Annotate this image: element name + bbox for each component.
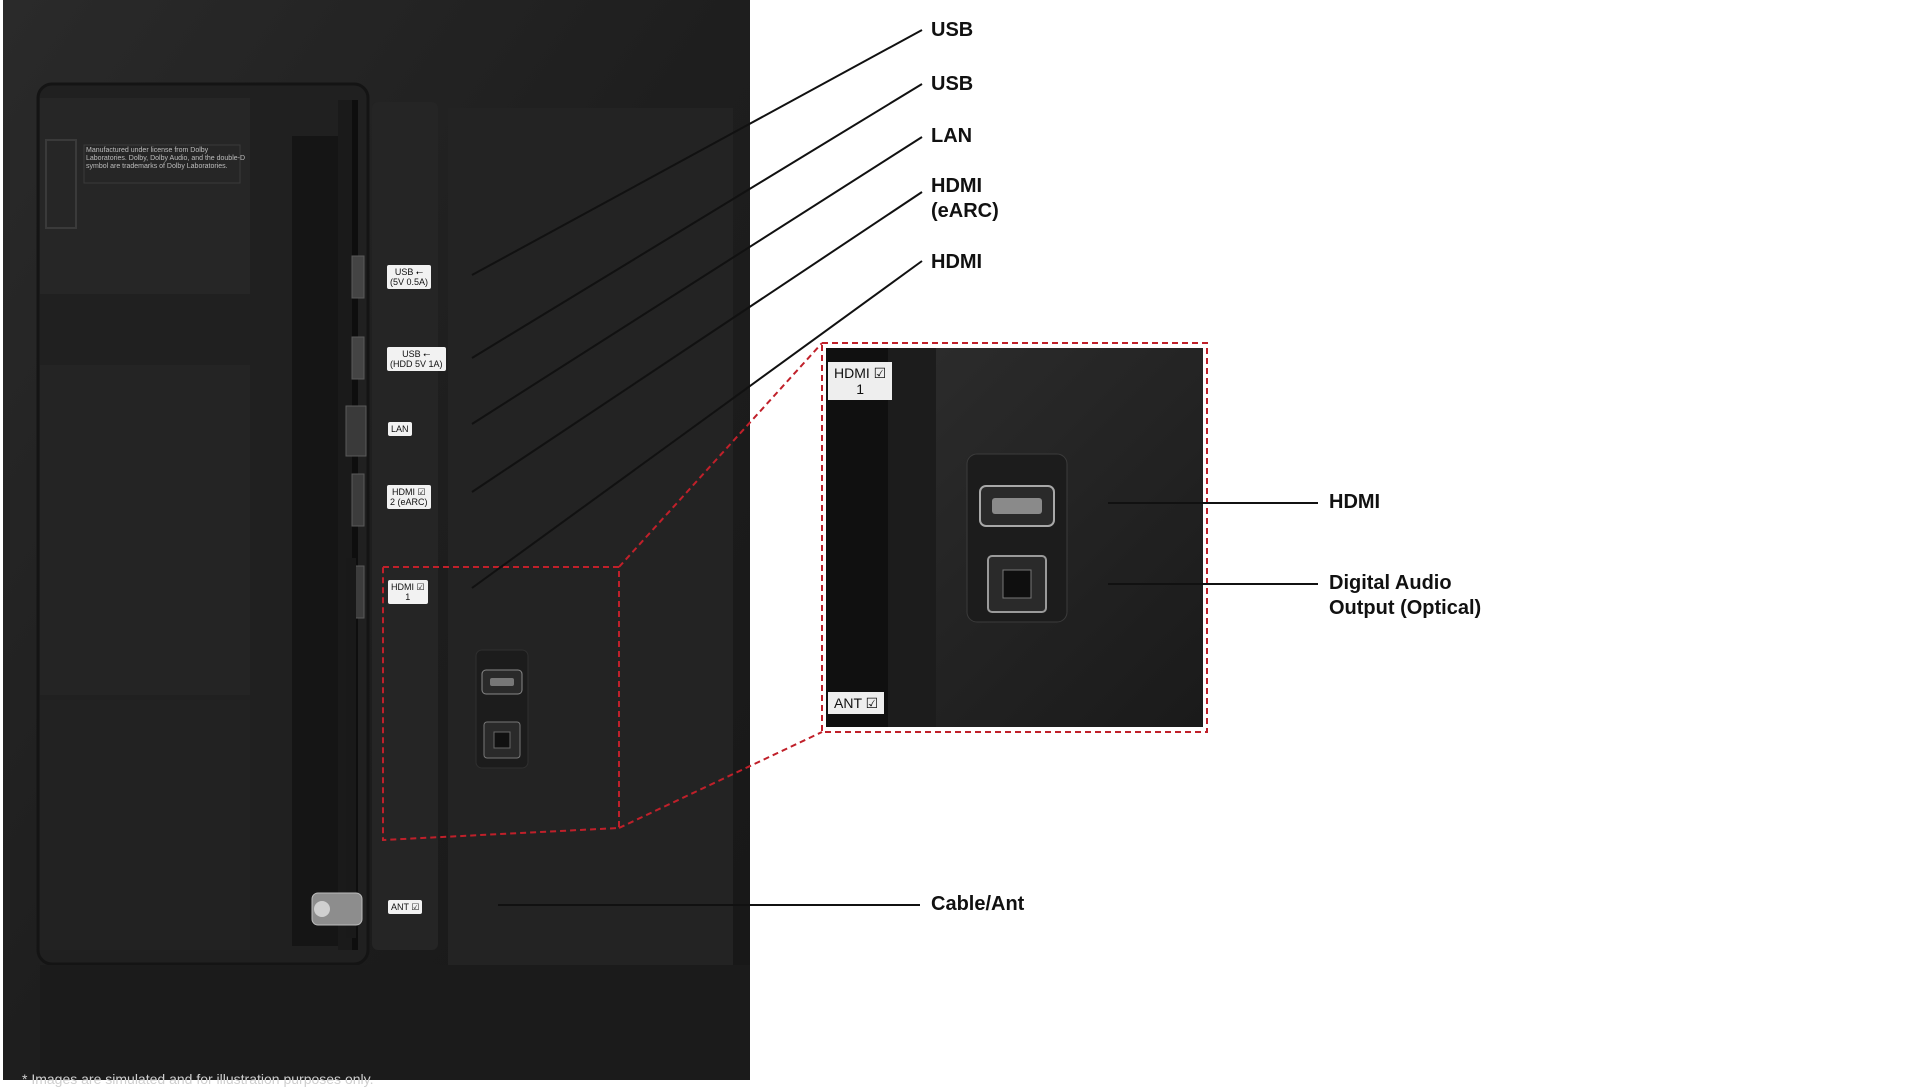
right-panel-section [448,108,733,1048]
callout-zoom-hdmi: HDMI [1329,490,1380,515]
zoom-hdmi-slot [992,498,1042,514]
port-label-hdmi1: HDMI ☑ 1 [388,580,428,604]
port-label-usb-a: USB ⭠ (5V 0.5A) [387,265,432,289]
callout-optical: Digital Audio Output (Optical) [1329,571,1481,621]
callout-hdmi-earc-line2: (eARC) [931,200,999,222]
callout-lan-text: LAN [931,125,973,147]
callout-hdmi-1: HDMI [931,250,982,275]
port-label-hdmi2-line1: HDMI ☑ [391,487,426,497]
zoom-guide-top [618,342,823,568]
callout-cable-ant-text: Cable/Ant [931,893,1025,915]
port-label-ant: ANT ☑ [388,900,423,914]
callout-usb-1: USB [931,18,973,43]
callout-zoom-hdmi-text: HDMI [1329,491,1381,513]
panel-section-lower [40,700,250,950]
leader-usb-1 [471,29,923,276]
bottom-panel-section [40,965,750,1080]
port-column [292,136,338,946]
leader-hdmi-1 [471,260,923,589]
port-label-ant-text: ANT ☑ [391,902,420,912]
port-label-lan-text: LAN [391,424,409,434]
small-hdmi-slot [490,678,514,686]
sticker-line-2: Laboratories. Dolby, Dolby Audio, and th… [86,155,246,162]
callout-usb-2: USB [931,72,973,97]
zoom-guide-bottom [618,731,823,829]
sticker-line-3: symbol are trademarks of Dolby Laborator… [86,163,228,170]
hdmi-logo-mark [45,139,77,229]
zoom-frame [821,342,1208,733]
label-strip [372,102,438,950]
lan-port [345,405,367,457]
license-sticker-text: Manufactured under license from Dolby La… [86,147,245,171]
port-label-usb-a-line2: (5V 0.5A) [390,277,429,287]
port-label-hdmi2-line2: 2 (eARC) [390,497,428,507]
zoom-label-hdmi-line1: HDMI ☑ [834,365,887,381]
panel-section-middle [40,365,250,695]
zoom-label-ant-text: ANT ☑ [834,695,879,711]
coax-pin [314,901,330,917]
sticker-line-1: Manufactured under license from Dolby [86,147,209,154]
callout-usb-1-text: USB [931,19,974,41]
port-label-usb-b-line1: USB ⭠ [402,349,431,359]
usb-port-1 [351,255,365,299]
port-label-usb-b: USB ⭠ (HDD 5V 1A) [387,347,446,371]
zoom-label-ant: ANT ☑ [828,692,885,714]
callout-hdmi-earc: HDMI (eARC) [931,174,999,224]
zoom-port-column [826,348,888,727]
leader-lines [471,29,1318,906]
callout-usb-2-text: USB [931,73,974,95]
port-label-lan: LAN [388,422,412,436]
footnote: * Images are simulated and for illustrat… [22,1071,374,1087]
small-optical-slot [493,731,511,749]
usb-port-2 [351,336,365,380]
zoom-label-hdmi-line2: 1 [856,381,864,397]
port-label-usb-a-line1: USB ⭠ [394,267,424,277]
callout-optical-line2: Output (Optical) [1329,597,1482,619]
callout-optical-line1: Digital Audio [1329,572,1452,594]
sticker-area [40,98,250,294]
hdmi2-earc-port [351,473,365,527]
license-sticker [83,144,241,184]
port-label-hdmi2: HDMI ☑ 2 (eARC) [387,485,431,509]
coax-connector [311,892,363,926]
port-label-hdmi1-line1: HDMI ☑ [391,582,425,592]
callout-lan: LAN [931,124,972,149]
leader-usb-2 [471,83,923,359]
leader-hdmi-earc [471,191,923,493]
marked-area [382,566,620,842]
port-label-usb-b-line2: (HDD 5V 1A) [390,359,443,369]
callout-cable-ant: Cable/Ant [931,892,1024,917]
callout-hdmi-earc-line1: HDMI [931,175,983,197]
lower-port-rail [346,558,356,938]
port-label-hdmi1-line2: 1 [405,592,411,602]
zoom-column-edge [888,348,936,727]
zoom-label-hdmi: HDMI ☑ 1 [828,362,893,400]
callout-hdmi-1-text: HDMI [931,251,983,273]
leader-lan [471,136,923,425]
zoom-optical-slot [1002,569,1032,599]
